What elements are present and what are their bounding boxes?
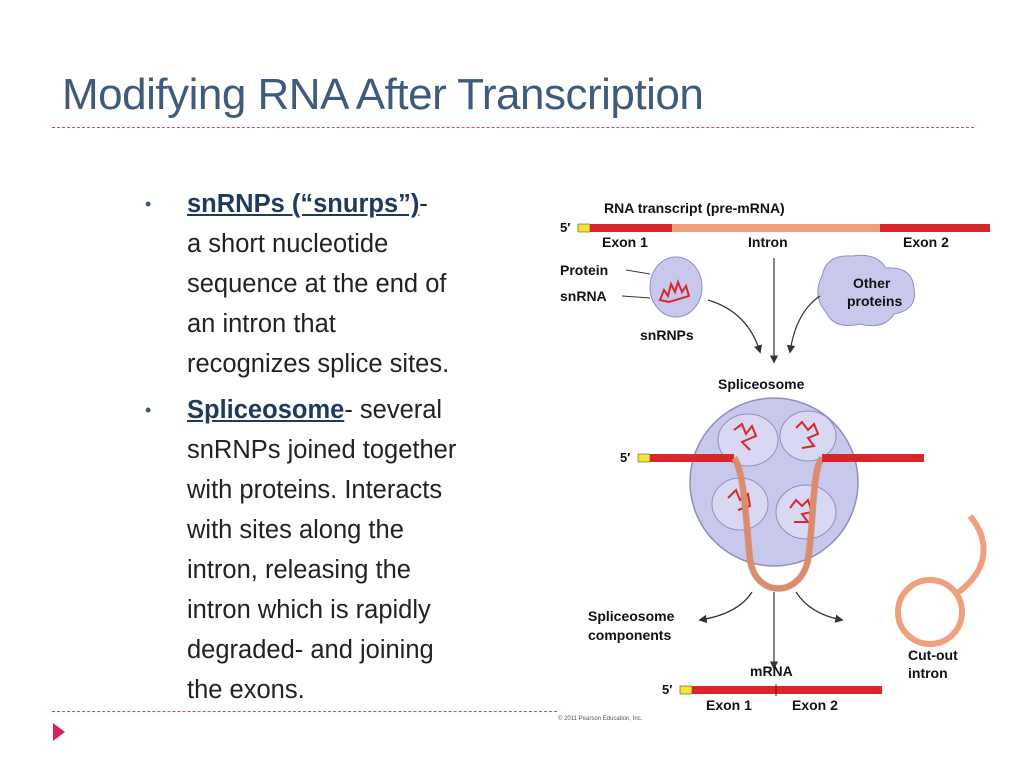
snrnps-label: snRNPs <box>640 327 694 343</box>
other-proteins-blob <box>817 254 916 327</box>
title-divider <box>52 127 974 128</box>
exon1-segment <box>590 224 672 232</box>
exon2-label: Exon 2 <box>903 234 949 250</box>
exon1-label: Exon 1 <box>602 234 648 250</box>
arrow-to-components <box>698 591 753 624</box>
cut-out-label-1: Cut-out <box>908 647 958 663</box>
mrna-exon2-label: Exon 2 <box>792 697 838 713</box>
term-spliceosome: Spliceosome <box>187 396 345 424</box>
spliceosome-complex <box>689 397 859 567</box>
exon2-segment <box>880 224 990 232</box>
bullet-line: snRNPs joined together <box>187 436 457 464</box>
snrnp-subunit <box>775 484 837 540</box>
bullet-line: the exons. <box>187 676 305 704</box>
transcript-label: RNA transcript (pre-mRNA) <box>604 200 785 216</box>
arrow-to-cut-out-intron <box>795 591 844 623</box>
snrna-strand <box>795 420 820 449</box>
bullet-line: a short nucleotide <box>187 230 389 258</box>
five-prime-label-mid: 5′ <box>620 450 630 465</box>
components-label-1: Spliceosome <box>588 608 675 624</box>
mrna-label: mRNA <box>750 663 793 679</box>
five-prime-label: 5′ <box>560 220 570 235</box>
slide-title: Modifying RNA After Transcription <box>62 70 704 119</box>
cap-marker <box>637 453 651 463</box>
bullet-line: an intron that <box>187 310 336 338</box>
bullet-snrnps: • snRNPs (“snurps”)- a short nucleotide … <box>145 184 535 384</box>
bullet-spliceosome: • Spliceosome- several snRNPs joined tog… <box>145 390 535 710</box>
bullet-list: • snRNPs (“snurps”)- a short nucleotide … <box>145 184 535 716</box>
bullet-dot: • <box>145 400 152 420</box>
bullet-line: with proteins. Interacts <box>187 476 443 504</box>
mrna-exon1-label: Exon 1 <box>706 697 752 713</box>
slide-nav-arrow-icon <box>53 723 65 741</box>
bullet-line: intron which is rapidly <box>187 596 431 624</box>
snrnp-subunit <box>779 410 837 462</box>
exon1-in-spliceosome <box>650 454 734 462</box>
mrna-exon1 <box>692 686 776 694</box>
arrow-proteins-to-spliceosome <box>786 295 821 354</box>
term-separator: - <box>419 190 428 218</box>
term-tail: - several <box>344 396 443 424</box>
intron-segment <box>672 224 880 232</box>
intron-label: Intron <box>748 234 788 250</box>
cap-marker <box>577 223 591 233</box>
other-proteins-label-2: proteins <box>847 293 902 309</box>
bullet-line: sequence at the end of <box>187 270 447 298</box>
term-snrnps: snRNPs (“snurps”) <box>187 190 420 218</box>
five-prime-label-bottom: 5′ <box>662 682 672 697</box>
protein-label: Protein <box>560 262 608 278</box>
bullet-dot: • <box>145 194 152 214</box>
lariat-tail <box>954 514 987 597</box>
snrna-strand <box>733 422 758 451</box>
bullet-line: with sites along the <box>187 516 404 544</box>
cut-out-intron-lariat <box>895 577 965 647</box>
intron-loop-outline <box>731 455 825 592</box>
bullet-line: recognizes splice sites. <box>187 350 450 378</box>
copyright-notice: © 2011 Pearson Education, Inc. <box>558 715 643 722</box>
footer-divider <box>52 711 557 712</box>
cut-out-label-2: intron <box>908 665 948 681</box>
snrna-label: snRNA <box>560 288 607 304</box>
intron-loop <box>731 456 825 592</box>
spliceosome-label: Spliceosome <box>718 376 805 392</box>
bullet-line: degraded- and joining <box>187 636 434 664</box>
arrow-snrnps-to-spliceosome <box>707 299 763 354</box>
exon2-in-spliceosome <box>822 454 924 462</box>
snrna-pointer <box>621 295 651 299</box>
other-proteins-label-1: Other <box>853 275 891 291</box>
mrna-exon2 <box>776 686 882 694</box>
bullet-line: intron, releasing the <box>187 556 411 584</box>
components-label-2: components <box>588 627 671 643</box>
cap-marker <box>679 685 693 695</box>
splicing-diagram: RNA transcript (pre-mRNA) 5′ Exon 1 Intr… <box>558 200 990 722</box>
snrna-strand <box>658 278 691 304</box>
protein-pointer <box>625 269 651 275</box>
